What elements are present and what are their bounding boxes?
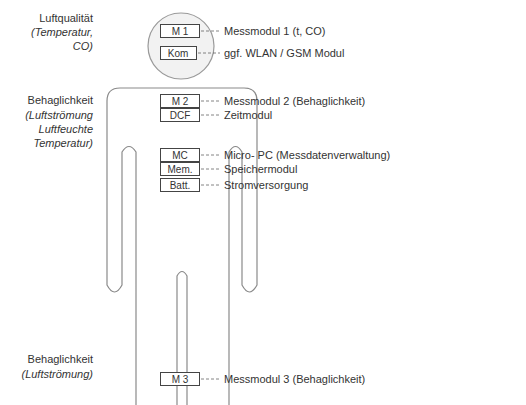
leader-line [201, 379, 220, 380]
category-label: Luftqualität [3, 11, 93, 25]
module-label: M 1 [172, 26, 189, 37]
module-box: M 2 [160, 94, 200, 108]
leader-line [201, 185, 220, 186]
module-description: Messmodul 1 (t, CO) [224, 24, 325, 38]
module-box: M 3 [160, 372, 200, 386]
module-description: ggf. WLAN / GSM Modul [224, 46, 344, 60]
category-label: (Luftströmung Luftfeuchte Temperatur) [11, 108, 93, 150]
category-label: (Luftströmung) [0, 367, 93, 381]
module-box: Batt. [160, 178, 200, 192]
module-box: MC [160, 148, 200, 162]
module-description: Stromversorgung [224, 178, 308, 192]
module-label: M 3 [172, 374, 189, 385]
module-label: MC [172, 150, 188, 161]
module-label: Kom [168, 48, 189, 59]
module-box: DCF [160, 108, 200, 122]
category-label: Behaglichkeit [3, 93, 93, 107]
module-box: M 1 [160, 24, 200, 38]
leader-line [198, 53, 220, 54]
head-outline [148, 13, 214, 79]
module-label: Batt. [170, 180, 191, 191]
module-description: Messmodul 2 (Behaglichkeit) [224, 94, 365, 108]
leader-line [201, 31, 220, 32]
module-box: Kom [160, 46, 197, 60]
leader-line [201, 155, 220, 156]
module-label: M 2 [172, 96, 189, 107]
module-description: Zeitmodul [224, 108, 272, 122]
leader-lines [198, 31, 220, 379]
leader-line [201, 169, 220, 170]
leader-line [201, 115, 220, 116]
category-label: (Temperatur, CO) [15, 25, 93, 53]
module-description: Micro- PC (Messdatenverwaltung) [224, 148, 390, 162]
module-description: Speichermodul [224, 162, 297, 176]
module-description: Messmodul 3 (Behaglichkeit) [224, 372, 365, 386]
module-box: Mem. [160, 162, 200, 176]
module-label: DCF [170, 110, 191, 121]
category-label: Behaglichkeit [3, 352, 93, 366]
module-label: Mem. [168, 164, 193, 175]
body-outline [107, 88, 257, 405]
leader-line [201, 101, 220, 102]
